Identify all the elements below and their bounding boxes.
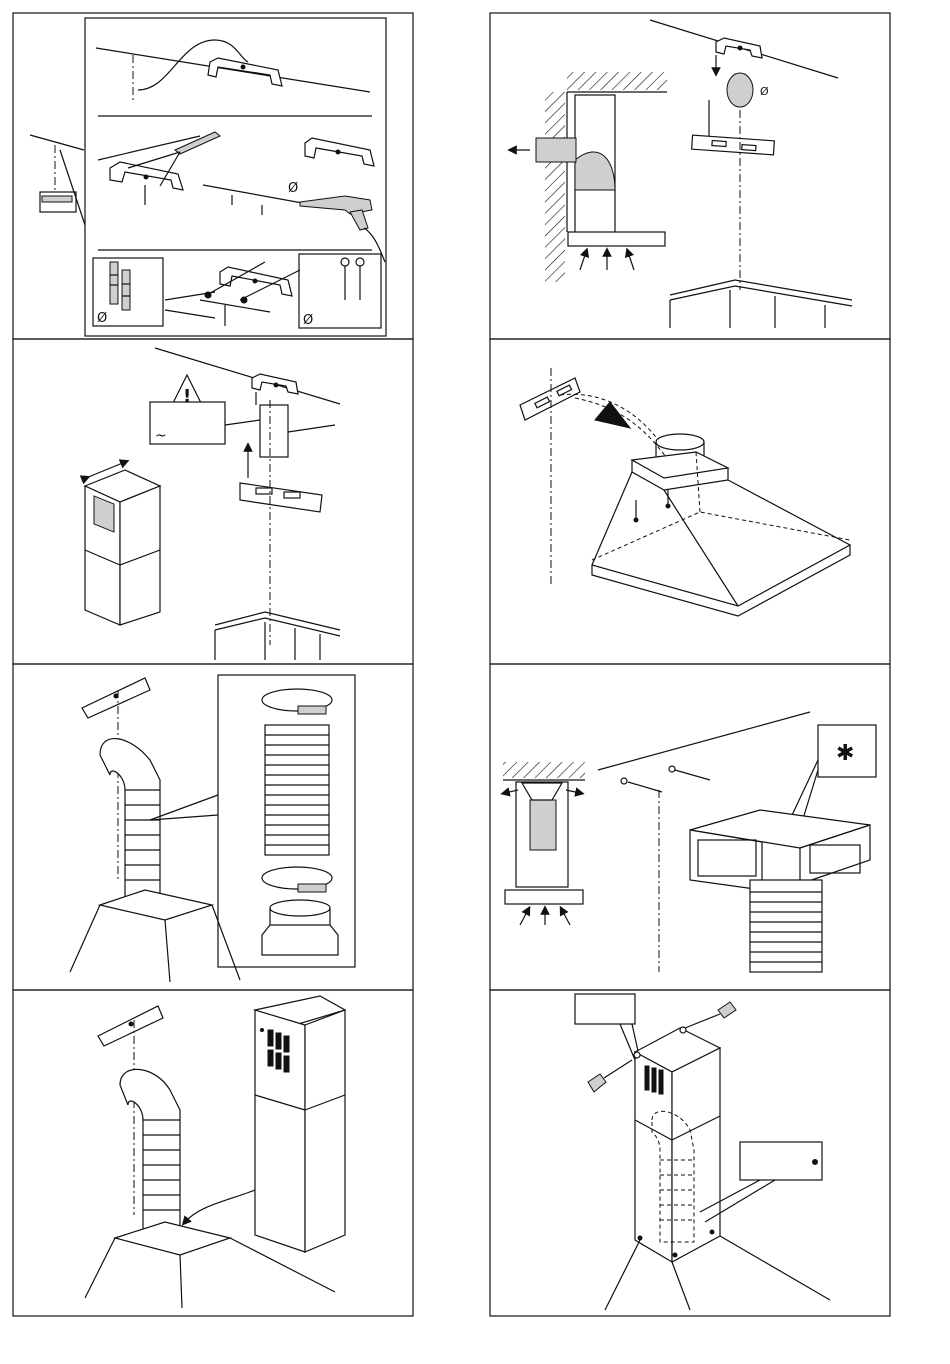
ceiling-line <box>598 712 810 770</box>
chimney <box>634 1027 720 1262</box>
panel-2: Ø <box>490 13 890 339</box>
diameter-label-screw: Ø <box>303 313 313 328</box>
screw-icon <box>341 258 364 300</box>
diameter-label-plug: Ø <box>97 311 107 326</box>
bracket-wall <box>240 483 322 512</box>
hose-clamp-top <box>262 689 332 714</box>
position-arrow-icon <box>185 1190 255 1222</box>
bracket-wall <box>520 378 580 420</box>
panel-7-frame <box>13 990 413 1316</box>
chimney <box>255 996 345 1252</box>
bracket-wall <box>692 135 775 155</box>
ceiling-line <box>96 48 370 92</box>
small-hood-icon <box>30 135 85 225</box>
panel-4 <box>490 339 890 664</box>
bracket-ceiling <box>252 374 298 394</box>
panel-6: ✱ <box>490 664 890 990</box>
panel-3-frame <box>13 339 413 664</box>
bracket-right <box>305 138 374 166</box>
duct-hole <box>727 73 753 107</box>
panel-5-frame <box>13 664 413 990</box>
panel-4-frame <box>490 339 890 664</box>
bracket-ceiling <box>82 678 150 718</box>
asterisk-label: ✱ <box>836 741 854 766</box>
panel-8 <box>490 990 890 1316</box>
hood-base <box>70 890 240 982</box>
diameter-label-drill: Ø <box>288 181 298 196</box>
outlet-collar <box>262 900 338 955</box>
pencil-icon <box>175 132 220 154</box>
label-box-top <box>575 994 635 1024</box>
drill-icon <box>300 196 385 262</box>
cooker-hood <box>592 434 850 616</box>
screw-icon <box>621 766 710 792</box>
bracket-ceiling <box>98 1006 163 1046</box>
bracket-ceiling <box>716 38 762 58</box>
panel-1: Ø Ø <box>13 13 413 339</box>
recirc-hood-bottom <box>505 890 583 904</box>
hose-clamp-bottom <box>262 867 332 892</box>
hose-detail <box>265 725 329 855</box>
duct-outlet <box>536 138 576 162</box>
hang-arrow-icon <box>595 402 630 428</box>
diameter-label-hole: Ø <box>760 85 769 98</box>
template-sheet <box>260 405 288 457</box>
tilde-label: ~ <box>155 428 167 444</box>
panel-5 <box>13 664 413 990</box>
recirc-hose-lower <box>750 880 822 972</box>
label-box-bottom <box>740 1142 822 1180</box>
wall-plug-icon <box>110 262 130 310</box>
flexible-hose <box>120 1069 180 1232</box>
recirc-hose <box>530 800 556 850</box>
deflector <box>690 810 870 890</box>
wall-hatch <box>545 92 565 282</box>
panel-3: ! ~ <box>13 339 413 664</box>
panel-7 <box>13 990 413 1316</box>
chimney <box>85 462 160 625</box>
